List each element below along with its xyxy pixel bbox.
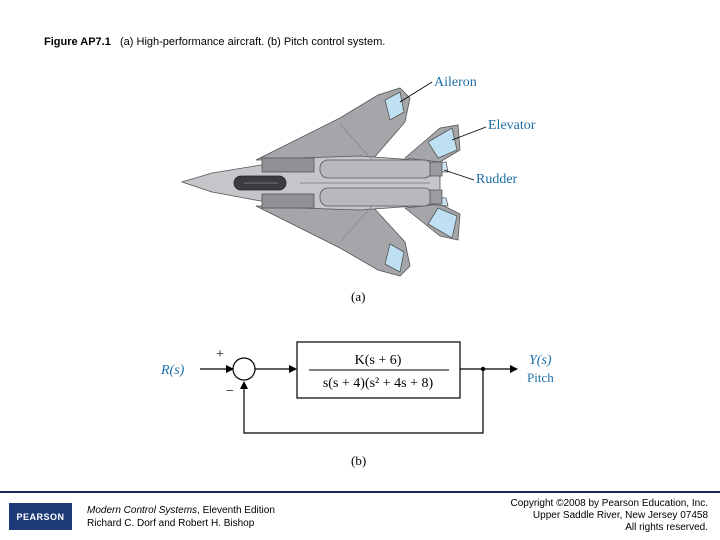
aileron-upper — [384, 91, 405, 121]
figure-caption: Figure AP7.1 (a) High-performance aircra… — [44, 36, 385, 48]
pearson-logo: PEARSON — [9, 503, 72, 530]
elevator-label: Elevator — [488, 118, 536, 133]
nozzle-lower — [429, 189, 443, 205]
plus-sign: + — [216, 347, 224, 362]
aileron-leader — [399, 81, 433, 103]
copyright-line-3: All rights reserved. — [625, 522, 708, 533]
book-title-line: Modern Control Systems, Eleventh Edition — [87, 504, 275, 517]
sublabel-b: (b) — [351, 453, 366, 468]
engine-lower — [319, 187, 433, 207]
upper-wing — [255, 87, 411, 161]
aircraft-illustration — [180, 87, 461, 277]
lower-wing — [255, 205, 411, 277]
copyright-notice: Copyright ©2008 by Pearson Education, In… — [511, 498, 709, 534]
book-edition: , Eleventh Edition — [197, 505, 275, 516]
book-title: Modern Control Systems — [87, 505, 198, 516]
elevator-lower — [427, 207, 458, 239]
footer-divider — [0, 491, 720, 493]
figure-number: Figure AP7.1 — [44, 36, 111, 48]
tf-denominator: s(s + 4)(s² + 4s + 8) — [323, 376, 434, 391]
figure-canvas: Aileron Elevator Rudder (a) R(s) + − K(s… — [160, 75, 554, 468]
nozzle-upper — [429, 161, 443, 177]
aileron-label: Aileron — [434, 75, 477, 90]
feedback-path — [240, 369, 484, 434]
rudder-label: Rudder — [476, 172, 518, 187]
intake-upper — [261, 157, 315, 173]
copyright-line-2: Upper Saddle River, New Jersey 07458 — [532, 510, 708, 521]
sublabel-a: (a) — [351, 289, 365, 304]
aileron-lower — [384, 243, 405, 273]
output-name: Pitch — [527, 370, 554, 385]
minus-sign: − — [226, 384, 234, 399]
book-credit: Modern Control Systems, Eleventh Edition… — [87, 504, 275, 530]
engine-upper — [319, 159, 433, 179]
tf-numerator: K(s + 6) — [355, 353, 402, 368]
book-authors: Richard C. Dorf and Robert H. Bishop — [87, 518, 255, 529]
elevator-leader — [451, 126, 487, 141]
elevator-upper — [427, 127, 458, 159]
intake-lower — [261, 193, 315, 209]
summing-junction — [232, 357, 256, 381]
figure-description: (a) High-performance aircraft. (b) Pitch… — [120, 36, 386, 48]
output-label: Y(s) — [529, 353, 552, 368]
copyright-line-1: Copyright ©2008 by Pearson Education, In… — [510, 498, 709, 509]
rudder-leader — [443, 169, 475, 181]
input-label: R(s) — [160, 363, 185, 378]
